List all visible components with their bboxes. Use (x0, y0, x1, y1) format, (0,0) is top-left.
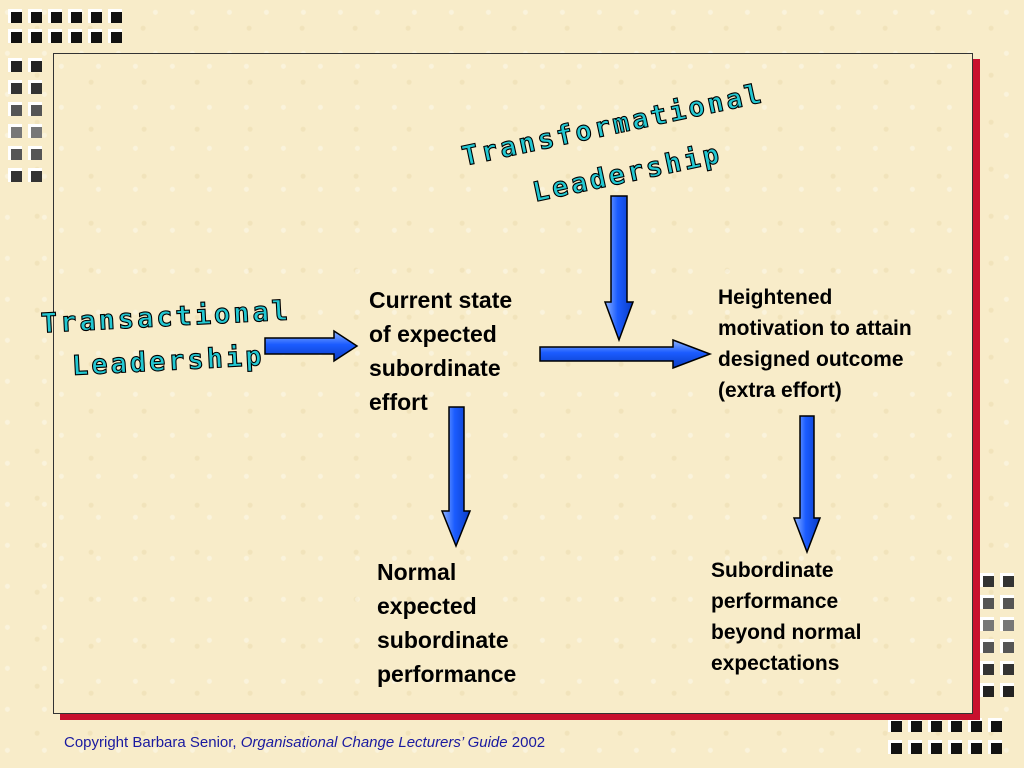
copyright-footer: Copyright Barbara Senior, Organisational… (64, 734, 545, 751)
decorative-square-icon (988, 718, 1002, 732)
decorative-square-icon (8, 9, 22, 23)
decorative-square-icon (48, 9, 62, 23)
current-state-box: Current state of expected subordinate ef… (369, 287, 513, 415)
decorative-square-icon (908, 740, 922, 754)
diagram-frame (53, 53, 973, 714)
decorative-square-icon (8, 146, 22, 160)
decorative-square-icon (948, 740, 962, 754)
copyright-guide-title: Organisational Change Lecturers’ Guide (240, 734, 508, 751)
decorative-square-icon (980, 639, 994, 653)
decorative-square-icon (8, 80, 22, 94)
copyright-prefix: Copyright Barbara Senior, (64, 734, 241, 751)
decorative-square-icon (928, 718, 942, 732)
decorative-square-icon (1000, 573, 1014, 587)
arrow-down-icon (603, 195, 635, 343)
decorative-square-icon (928, 740, 942, 754)
decorative-square-icon (68, 9, 82, 23)
decorative-square-icon (88, 9, 102, 23)
decorative-square-icon (948, 718, 962, 732)
decorative-square-icon (28, 124, 42, 138)
decorative-square-icon (888, 718, 902, 732)
arrow-right-icon (264, 329, 359, 363)
transactional-title-line2: Leadership (71, 341, 265, 382)
decorative-square-icon (980, 661, 994, 675)
decorative-squares-top-left (8, 9, 122, 43)
decorative-square-icon (988, 740, 1002, 754)
decorative-square-icon (28, 29, 42, 43)
decorative-square-icon (8, 29, 22, 43)
decorative-square-icon (980, 683, 994, 697)
decorative-square-icon (48, 29, 62, 43)
decorative-squares-bottom-right (888, 718, 1002, 754)
decorative-square-icon (1000, 639, 1014, 653)
copyright-year: 2002 (507, 734, 546, 751)
decorative-square-icon (68, 29, 82, 43)
decorative-square-icon (108, 29, 122, 43)
beyond-expectations-box: Subordinate performance beyond normal ex… (711, 559, 862, 675)
decorative-square-icon (968, 718, 982, 732)
decorative-square-icon (28, 9, 42, 23)
decorative-square-icon (8, 124, 22, 138)
decorative-square-icon (1000, 661, 1014, 675)
decorative-square-icon (88, 29, 102, 43)
arrow-down-icon (440, 406, 472, 549)
arrow-right-icon (539, 338, 713, 370)
decorative-square-icon (28, 168, 42, 182)
transactional-title-line1: Transactional (40, 295, 292, 339)
decorative-square-icon (1000, 617, 1014, 631)
decorative-square-icon (108, 9, 122, 23)
decorative-square-icon (8, 58, 22, 72)
decorative-square-icon (980, 617, 994, 631)
decorative-square-icon (8, 168, 22, 182)
heightened-motivation-box: Heightened motivation to attain designed… (718, 286, 912, 402)
decorative-square-icon (888, 740, 902, 754)
decorative-square-icon (1000, 595, 1014, 609)
decorative-squares-right-column (980, 573, 1014, 697)
decorative-square-icon (28, 58, 42, 72)
arrow-down-icon (792, 415, 822, 555)
decorative-square-icon (1000, 683, 1014, 697)
decorative-square-icon (968, 740, 982, 754)
normal-performance-box: Normal expected subordinate performance (377, 559, 517, 687)
decorative-square-icon (28, 102, 42, 116)
decorative-square-icon (28, 80, 42, 94)
decorative-square-icon (28, 146, 42, 160)
decorative-squares-left-column (8, 58, 42, 182)
decorative-square-icon (980, 573, 994, 587)
transactional-title: Transactional Leadership (40, 295, 293, 383)
decorative-square-icon (980, 595, 994, 609)
decorative-square-icon (8, 102, 22, 116)
decorative-square-icon (908, 718, 922, 732)
